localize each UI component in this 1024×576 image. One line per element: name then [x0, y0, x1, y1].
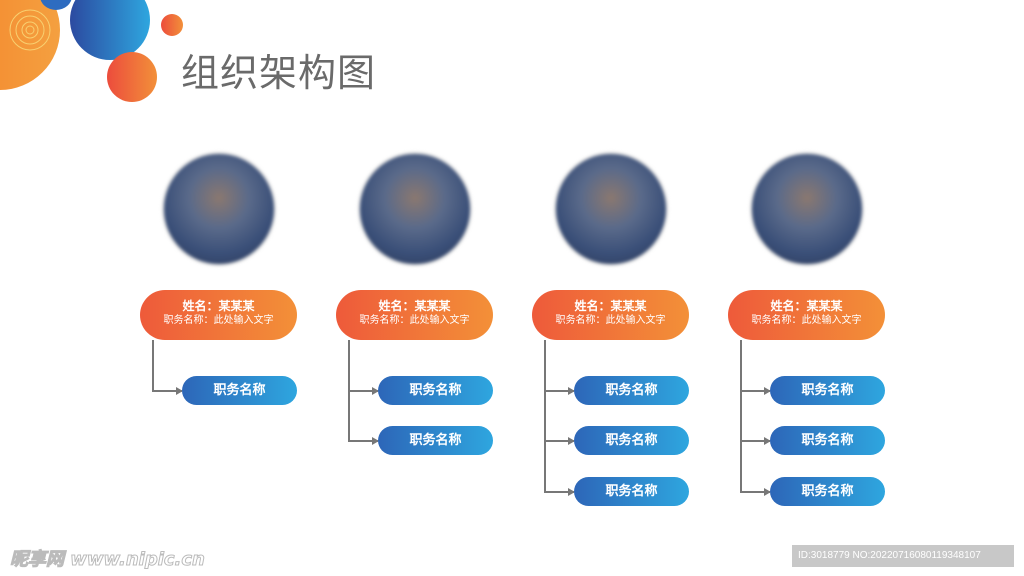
- decor-circle-orange-large: [0, 0, 60, 90]
- person-name: 姓名：某某某: [574, 299, 647, 313]
- position-pill[interactable]: 职务名称: [378, 376, 493, 405]
- decor-circle-blue-small: [40, 0, 72, 10]
- page-title: 组织架构图: [181, 51, 377, 95]
- arrow-icon: [372, 387, 379, 395]
- person-name: 姓名：某某某: [770, 299, 843, 313]
- position-pill[interactable]: 职务名称: [378, 426, 493, 455]
- avatar: [752, 154, 862, 264]
- connector-branch: [348, 440, 378, 442]
- person-card[interactable]: 姓名：某某某职务名称：此处输入文字: [728, 290, 885, 340]
- arrow-icon: [372, 437, 379, 445]
- position-pill[interactable]: 职务名称: [182, 376, 297, 405]
- connector-line: [152, 340, 154, 390]
- connector-branch: [544, 491, 574, 493]
- position-pill[interactable]: 职务名称: [770, 477, 885, 506]
- position-pill[interactable]: 职务名称: [770, 376, 885, 405]
- arrow-icon: [568, 488, 575, 496]
- arrow-icon: [764, 387, 771, 395]
- avatar: [164, 154, 274, 264]
- connector-branch: [740, 390, 770, 392]
- person-role: 职务名称：此处输入文字: [163, 315, 274, 326]
- position-pill[interactable]: 职务名称: [574, 477, 689, 506]
- decor-circle-blue-large: [70, 0, 150, 60]
- decor-circle-red: [107, 52, 157, 102]
- decor-rings: [9, 9, 51, 51]
- connector-branch: [544, 390, 574, 392]
- person-name: 姓名：某某某: [378, 299, 451, 313]
- person-role: 职务名称：此处输入文字: [555, 315, 666, 326]
- decor-circle-dot: [161, 14, 183, 36]
- arrow-icon: [764, 488, 771, 496]
- arrow-icon: [568, 437, 575, 445]
- person-card[interactable]: 姓名：某某某职务名称：此处输入文字: [532, 290, 689, 340]
- position-pill[interactable]: 职务名称: [574, 426, 689, 455]
- person-card[interactable]: 姓名：某某某职务名称：此处输入文字: [140, 290, 297, 340]
- connector-line: [740, 340, 742, 491]
- connector-line: [544, 340, 546, 491]
- position-pill[interactable]: 职务名称: [574, 376, 689, 405]
- connector-branch: [152, 390, 182, 392]
- connector-branch: [740, 491, 770, 493]
- person-name: 姓名：某某某: [182, 299, 255, 313]
- arrow-icon: [568, 387, 575, 395]
- arrow-icon: [764, 437, 771, 445]
- avatar: [360, 154, 470, 264]
- person-card[interactable]: 姓名：某某某职务名称：此处输入文字: [336, 290, 493, 340]
- image-id: ID:3018779 NO:20220716080119348107: [792, 545, 1014, 567]
- decor-circles: [0, 0, 183, 102]
- avatar: [556, 154, 666, 264]
- position-pill[interactable]: 职务名称: [770, 426, 885, 455]
- connector-branch: [544, 440, 574, 442]
- watermark: 昵享网 www.nipic.cn: [10, 549, 206, 571]
- arrow-icon: [176, 387, 183, 395]
- person-role: 职务名称：此处输入文字: [359, 315, 470, 326]
- connector-branch: [348, 390, 378, 392]
- person-role: 职务名称：此处输入文字: [751, 315, 862, 326]
- connector-branch: [740, 440, 770, 442]
